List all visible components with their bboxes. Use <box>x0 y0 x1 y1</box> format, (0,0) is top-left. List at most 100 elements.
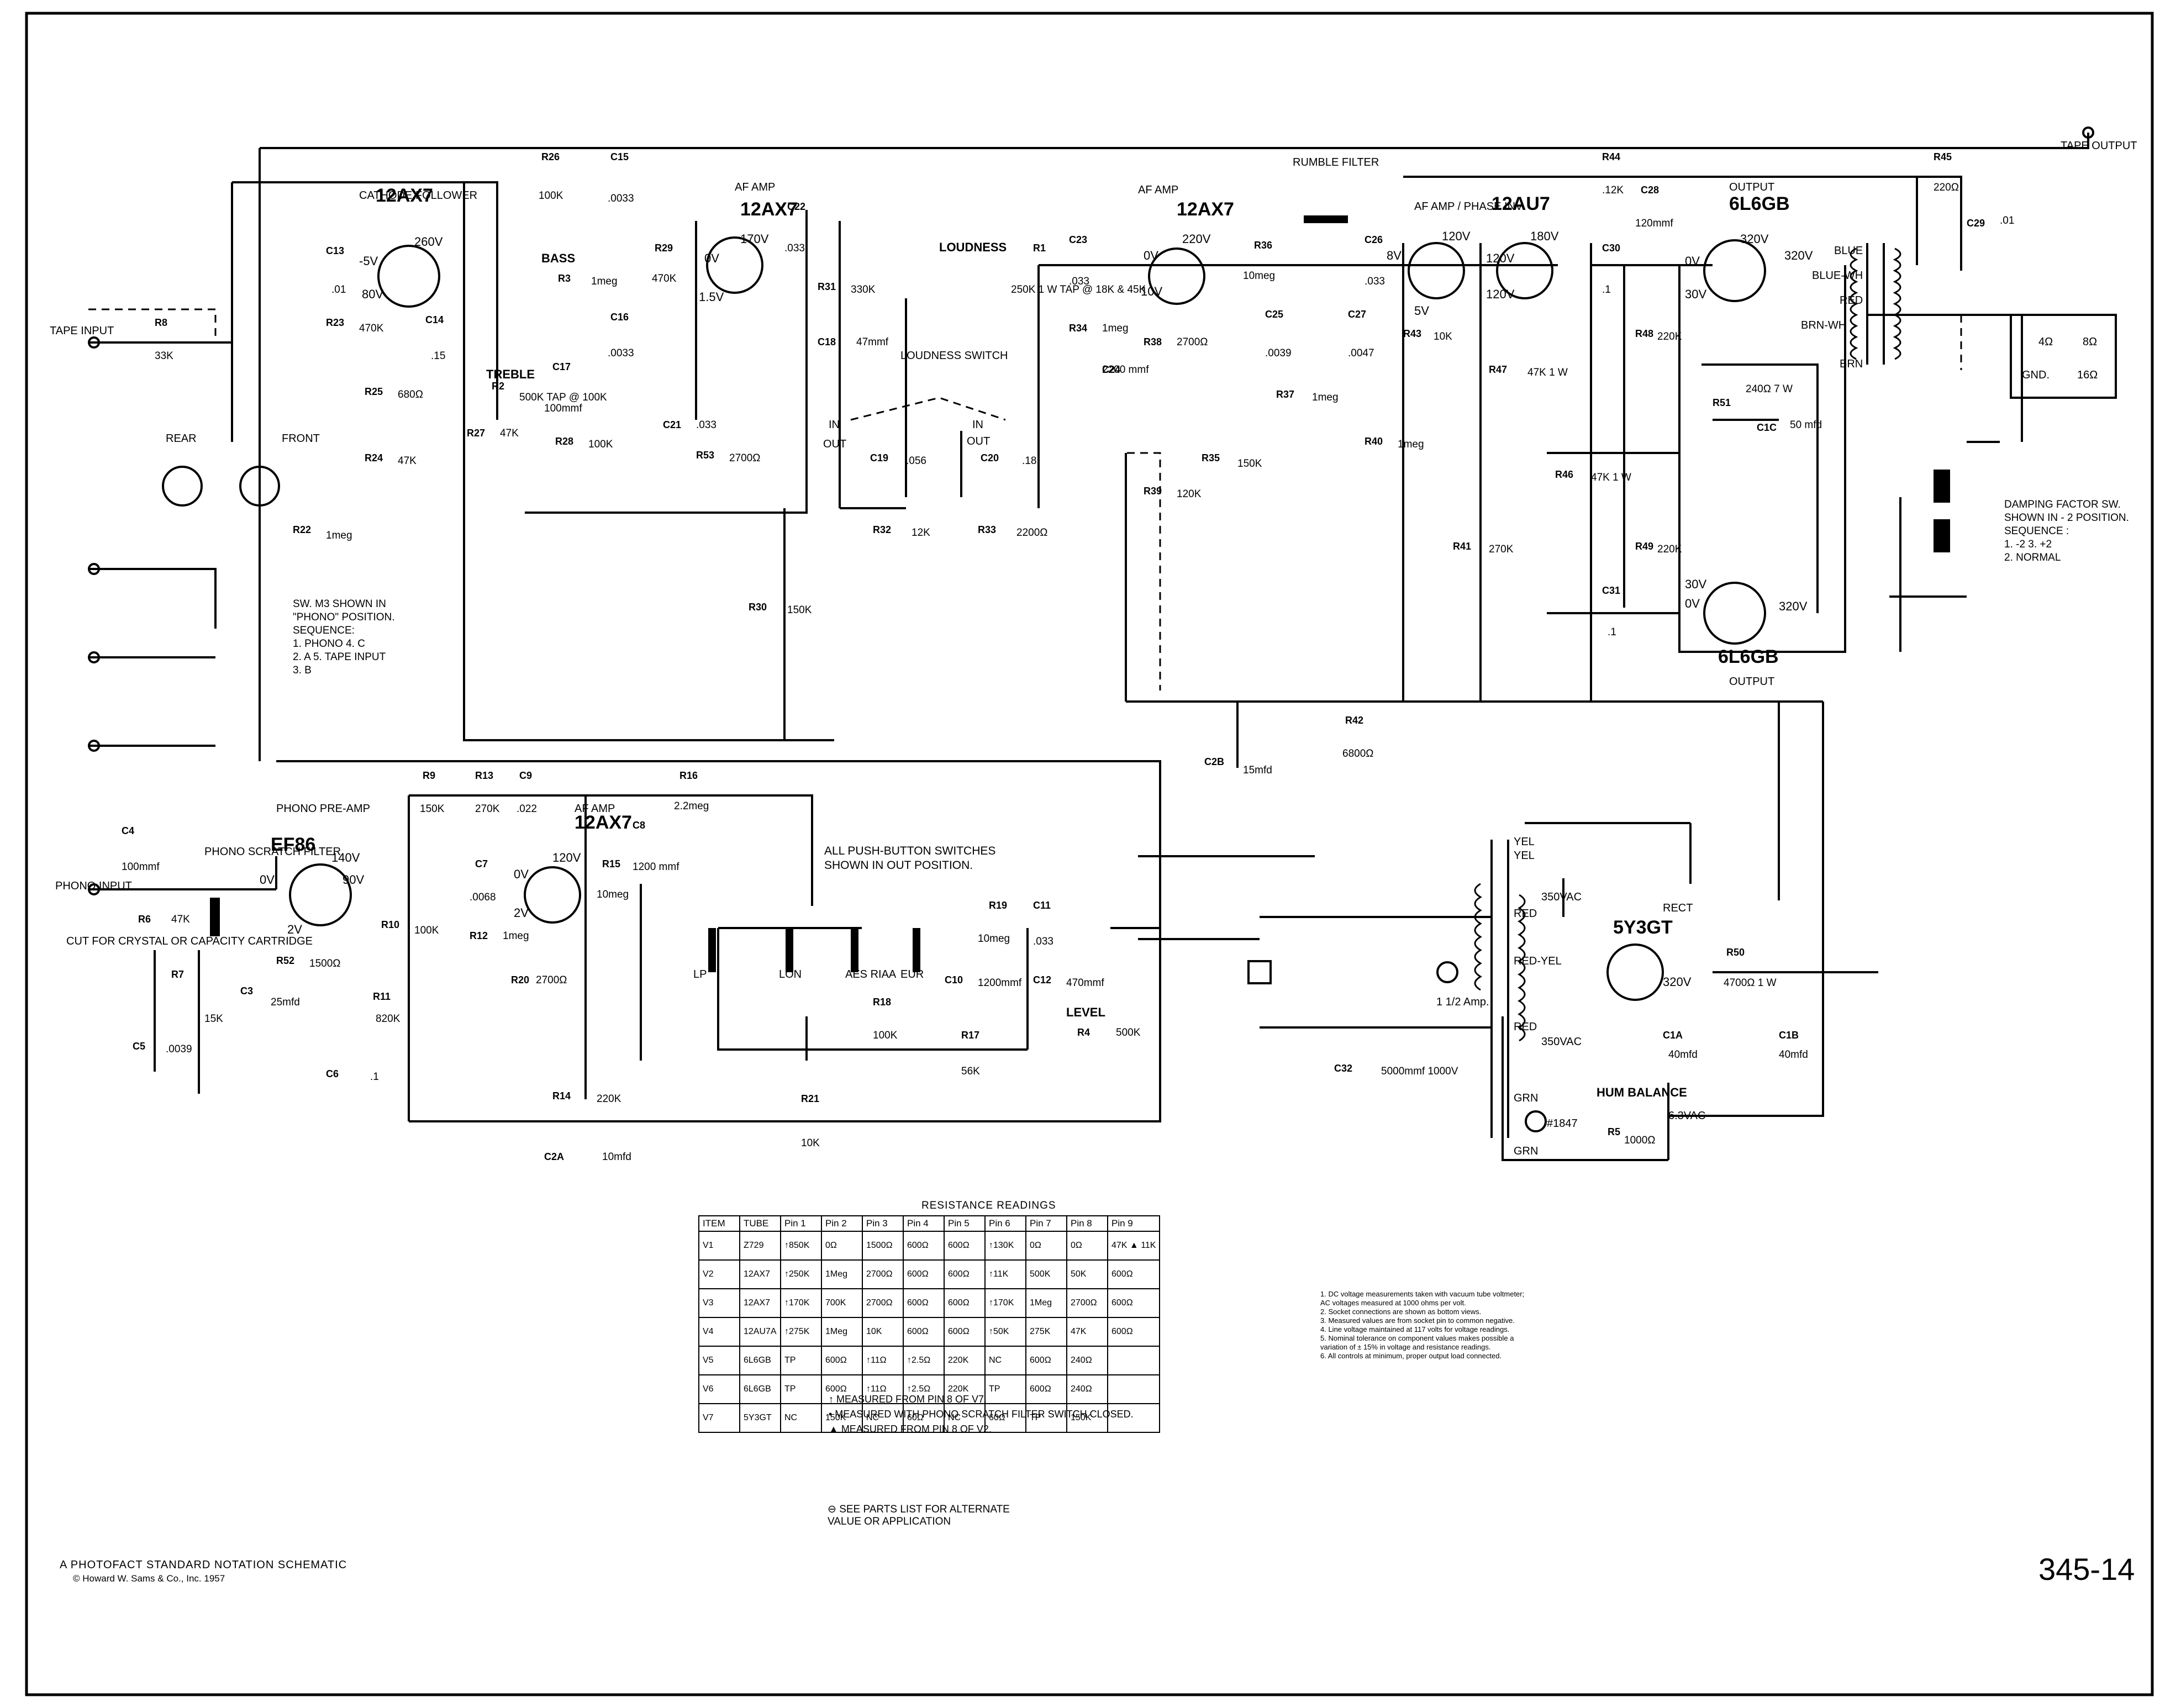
svg-text:2700Ω: 2700Ω <box>536 974 567 986</box>
svg-text:10meg: 10meg <box>1243 270 1275 282</box>
svg-text:30V: 30V <box>1685 577 1706 591</box>
svg-text:R3: R3 <box>558 273 571 284</box>
v6-type: 6L6GB <box>1718 646 1779 667</box>
table-cell: V1 <box>698 1231 740 1261</box>
loudness-switch-label: LOUDNESS SWITCH <box>900 350 1008 362</box>
table-cell: NC <box>944 1403 986 1433</box>
svg-text:R11: R11 <box>373 991 391 1002</box>
svg-text:330K: 330K <box>851 284 876 296</box>
svg-text:470K: 470K <box>359 323 384 334</box>
table-cell <box>1107 1346 1161 1375</box>
svg-text:C6: C6 <box>326 1068 339 1079</box>
rumble-filter-label: RUMBLE FILTER <box>1293 156 1379 168</box>
table-cell: NC <box>862 1403 904 1433</box>
v5-type: 6L6GB <box>1729 193 1790 214</box>
svg-text:C10: C10 <box>945 974 963 985</box>
svg-text:120V: 120V <box>1486 287 1515 301</box>
svg-text:220K: 220K <box>1657 544 1682 555</box>
svg-text:R36: R36 <box>1254 240 1272 251</box>
svg-text:6800Ω: 6800Ω <box>1342 748 1373 760</box>
svg-text:220K: 220K <box>597 1093 621 1105</box>
svg-text:C1A: C1A <box>1663 1030 1683 1041</box>
table-cell: 600Ω <box>1025 1346 1067 1375</box>
svg-text:56K: 56K <box>961 1066 980 1077</box>
svg-text:320V: 320V <box>1779 599 1808 613</box>
loud-sw-out-a: OUT <box>823 438 846 450</box>
svg-text:0V: 0V <box>260 873 275 887</box>
svg-text:820K: 820K <box>376 1013 401 1025</box>
svg-text:47mmf: 47mmf <box>856 336 889 348</box>
svg-text:R18: R18 <box>873 997 891 1008</box>
table-cell: 2700Ω <box>862 1259 904 1289</box>
svg-text:R10: R10 <box>381 919 399 930</box>
svg-text:C4: C4 <box>122 825 134 836</box>
svg-text:C13: C13 <box>326 245 344 256</box>
svg-text:2200 mmf: 2200 mmf <box>1102 364 1149 376</box>
svg-text:470mmf: 470mmf <box>1066 977 1104 989</box>
svg-text:10V: 10V <box>1141 284 1162 298</box>
svg-text:R6: R6 <box>138 914 151 925</box>
svg-text:1meg: 1meg <box>326 530 352 541</box>
svg-text:R47: R47 <box>1489 364 1507 375</box>
svg-text:.1: .1 <box>370 1071 379 1083</box>
svg-text:15mfd: 15mfd <box>1243 765 1272 776</box>
svg-text:.18: .18 <box>1022 455 1036 467</box>
v1-type: EF86 <box>271 834 315 855</box>
table-cell: V4 <box>698 1317 740 1347</box>
svg-text:R45: R45 <box>1934 151 1952 162</box>
table-cell: ↑130K <box>984 1231 1026 1261</box>
svg-text:80V: 80V <box>362 287 383 301</box>
t2-red: RED <box>1840 294 1863 307</box>
fuse-label: 1 1/2 Amp. <box>1436 996 1489 1008</box>
vac-350-top: 350VAC <box>1541 891 1582 903</box>
table-cell: 0Ω <box>1066 1231 1108 1261</box>
svg-text:0V: 0V <box>1144 249 1158 262</box>
svg-text:.1: .1 <box>1608 626 1616 638</box>
v2b-type: 12AX7 <box>376 185 433 206</box>
rumble-filter-link <box>1127 452 1161 690</box>
svg-text:270K: 270K <box>1489 544 1514 555</box>
loudness-switch-link <box>850 397 1006 421</box>
measurement-notes: 1. DC voltage measurements taken with va… <box>1320 1290 1525 1360</box>
svg-text:C23: C23 <box>1069 234 1087 245</box>
svg-text:C26: C26 <box>1365 234 1383 245</box>
table-cell: 1Meg <box>821 1317 863 1347</box>
svg-text:R13: R13 <box>475 770 493 781</box>
svg-text:.01: .01 <box>2000 215 2014 226</box>
svg-text:R25: R25 <box>365 386 383 397</box>
table-cell: 60Ω <box>984 1403 1026 1433</box>
svg-text:40mfd: 40mfd <box>1668 1049 1698 1061</box>
tube-v7 <box>1606 943 1664 1001</box>
svg-text:100K: 100K <box>414 925 439 936</box>
loud-sw-in-b: IN <box>972 419 983 431</box>
table-cell: ↑2.5Ω <box>903 1374 945 1404</box>
svg-text:.022: .022 <box>517 803 537 815</box>
t2-blue: BLUE <box>1834 245 1863 257</box>
svg-text:C2A: C2A <box>544 1151 564 1162</box>
svg-text:15K: 15K <box>204 1013 223 1025</box>
svg-text:R32: R32 <box>873 524 891 535</box>
svg-text:R19: R19 <box>989 900 1007 911</box>
svg-text:R1: R1 <box>1033 243 1046 254</box>
table-cell: TP <box>780 1374 822 1404</box>
v2b-role: CATHODE FOLLOWER <box>359 189 477 202</box>
svg-text:120V: 120V <box>1442 229 1471 243</box>
tube-v6 <box>1703 582 1766 645</box>
svg-text:R27: R27 <box>467 428 485 439</box>
svg-text:R43: R43 <box>1403 328 1421 339</box>
svg-text:0V: 0V <box>704 251 719 265</box>
table-cell: TP <box>1025 1403 1067 1433</box>
svg-text:10meg: 10meg <box>978 933 1010 945</box>
t2-blue-wh: BLUE-WH <box>1812 270 1863 282</box>
table-cell: TP <box>780 1346 822 1375</box>
svg-text:R14: R14 <box>552 1090 571 1101</box>
treble-label: TREBLE <box>486 367 535 381</box>
t1-grn2: GRN <box>1514 1145 1538 1157</box>
table-cell: ↑50K <box>984 1317 1026 1347</box>
table-cell: ↑11Ω <box>862 1346 904 1375</box>
table-cell: 6L6GB <box>739 1346 781 1375</box>
